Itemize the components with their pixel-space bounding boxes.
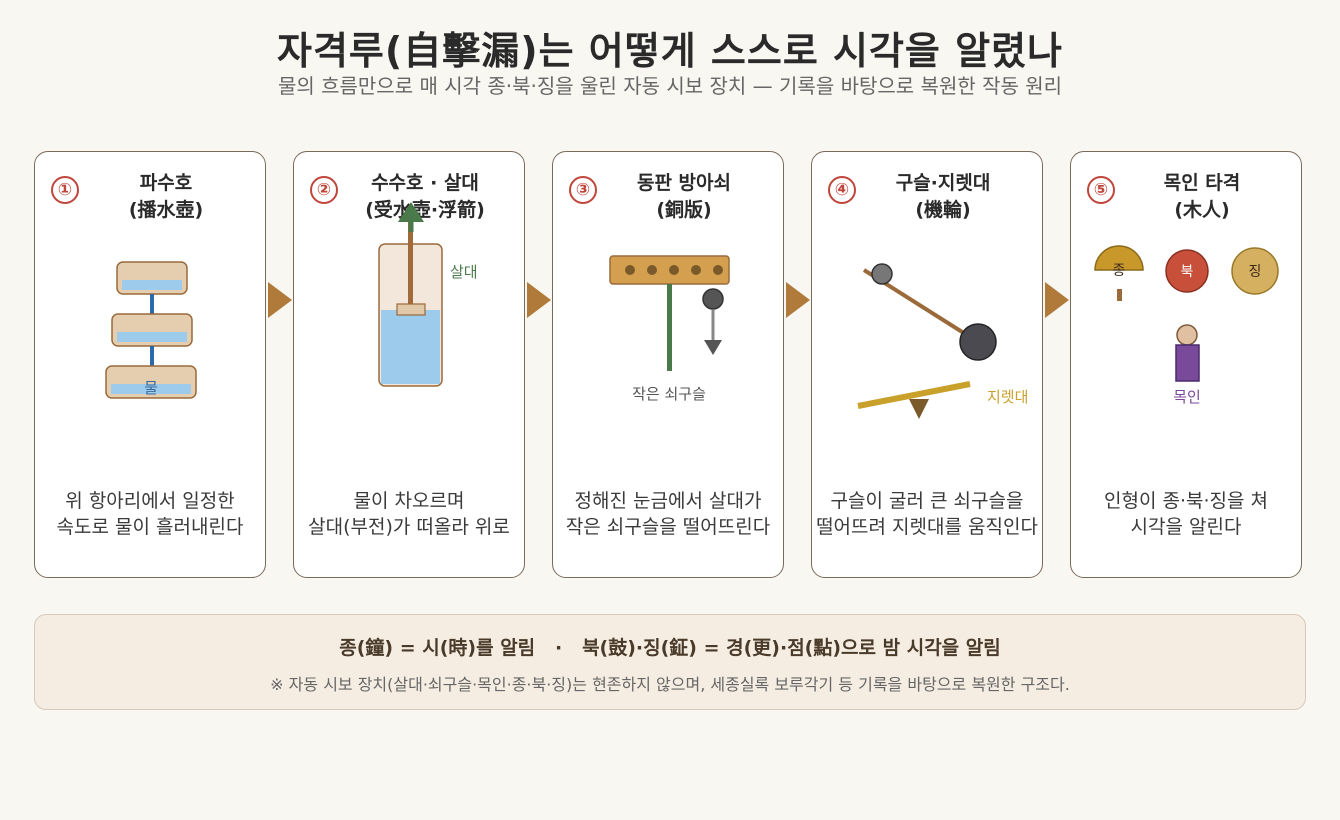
desc-line: 시각을 알린다: [1130, 516, 1242, 538]
bell-icon: [1094, 245, 1144, 271]
step-card-4: ④ 구슬·지렛대 (機輪) 지렛대 구슬이 굴러 큰 쇠구슬을 떨어뜨려 지렛대…: [811, 151, 1043, 578]
water-label: 물: [144, 379, 158, 397]
lever-bar: [857, 381, 971, 409]
step-description: 위 항아리에서 일정한 속도로 물이 흘러내린다: [35, 488, 265, 540]
step-title-hanja: (木人): [1174, 199, 1230, 221]
desc-line: 인형이 종·북·징을 쳐: [1104, 490, 1268, 512]
large-iron-ball: [959, 323, 997, 361]
figure-body: [1175, 344, 1200, 382]
water-stream-1: [150, 294, 154, 314]
float-rod-illustration: 살대: [378, 202, 478, 387]
desc-line: 구슬이 굴러 큰 쇠구슬을: [830, 490, 1024, 512]
desc-line: 떨어뜨려 지렛대를 움직인다: [816, 516, 1038, 538]
bell-stand: [1117, 289, 1122, 301]
step-title-hanja: (受水壺·浮箭): [365, 199, 485, 221]
water-vessels-illustration: 물: [105, 261, 197, 399]
float-rod: [408, 220, 413, 310]
step-number: ④: [828, 176, 856, 204]
step-title-main: 파수호: [139, 172, 193, 194]
desc-line: 위 항아리에서 일정한: [65, 490, 235, 512]
ball-lever-illustration: 지렛대: [857, 263, 1028, 419]
step-card-2: ② 수수호 · 살대 (受水壺·浮箭) 살대 물이 차오르며 살대(부전)가 떠…: [293, 151, 525, 578]
float-rod-label: 살대: [450, 263, 478, 281]
page-title: 자격루(自擊漏)는 어떻게 스스로 시각을 알렸나: [276, 29, 1063, 73]
summary-box: 종(鐘) = 시(時)를 알림 · 북(鼓)·징(鉦) = 경(更)·점(點)으…: [34, 614, 1306, 710]
lever-fulcrum: [909, 399, 929, 419]
down-arrow-icon: [704, 340, 722, 355]
step-card-1: ① 파수호 (播水壺) 물 위 항아리에서 일정한 속도로 물이 흘러내린다: [34, 151, 266, 578]
step-number: ①: [51, 176, 79, 204]
desc-line: 물이 차오르며: [353, 490, 465, 512]
gong-label: 징: [1249, 264, 1262, 280]
source-note: ※ 자동 시보 장치(살대·쇠구슬·목인·종·북·징)는 현존하지 않으며, 세…: [270, 675, 1070, 694]
step-title-hanja: (播水壺): [128, 199, 204, 221]
flow-arrow-icon: [1045, 282, 1069, 318]
step-title: 목인 타격 (木人): [1107, 170, 1297, 224]
drum-label: 북: [1181, 264, 1194, 280]
desc-line: 살대(부전)가 떠올라 위로: [308, 516, 510, 538]
step-description: 물이 차오르며 살대(부전)가 떠올라 위로: [294, 488, 524, 540]
desc-line: 속도로 물이 흘러내린다: [56, 516, 244, 538]
float: [396, 303, 426, 316]
receiving-water: [381, 310, 440, 384]
drum-icon: [1165, 249, 1209, 293]
flow-arrow-icon: [786, 282, 810, 318]
step-title: 구슬·지렛대 (機輪): [848, 170, 1038, 224]
float-rod: [667, 284, 672, 371]
trigger-plate-illustration: 작은 쇠구슬: [609, 255, 730, 403]
step-title-main: 구슬·지렛대: [895, 172, 991, 194]
small-iron-ball: [702, 288, 724, 310]
step-title-hanja: (機輪): [915, 199, 971, 221]
step-title-hanja: (銅版): [656, 199, 712, 221]
desc-line: 정해진 눈금에서 살대가: [574, 490, 762, 512]
lever-label: 지렛대: [987, 388, 1028, 406]
step-number: ②: [310, 176, 338, 204]
step-title-main: 수수호 · 살대: [371, 172, 479, 194]
figure-head: [1176, 324, 1198, 346]
step-title: 수수호 · 살대 (受水壺·浮箭): [330, 170, 520, 224]
step-title-main: 동판 방아쇠: [636, 172, 731, 194]
plate-hole: [647, 265, 657, 275]
step-number: ⑤: [1087, 176, 1115, 204]
step-card-5: ⑤ 목인 타격 (木人) 종 북 징 목인 인형이 종·북·징을 쳐 시각을 알…: [1070, 151, 1302, 578]
striking-figure-illustration: 종 북 징 목인: [1094, 245, 1279, 406]
step-title: 동판 방아쇠 (銅版): [589, 170, 779, 224]
flow-arrow-icon: [527, 282, 551, 318]
gong-icon: [1231, 247, 1279, 295]
plate-hole: [669, 265, 679, 275]
small-ball-label: 작은 쇠구슬: [632, 385, 706, 403]
lower-water: [111, 384, 191, 394]
plate-hole: [625, 265, 635, 275]
rolling-ball: [871, 263, 893, 285]
plate-hole: [691, 265, 701, 275]
bell-label: 종: [1113, 263, 1126, 279]
page-subtitle: 물의 흐름만으로 매 시각 종·북·징을 울린 자동 시보 장치 — 기록을 바…: [277, 74, 1063, 98]
desc-line: 작은 쇠구슬을 떨어뜨린다: [565, 516, 771, 538]
step-card-3: ③ 동판 방아쇠 (銅版) 작은 쇠구슬 정해진 눈금에서 살대가 작은 쇠구슬…: [552, 151, 784, 578]
plate-hole: [713, 265, 723, 275]
step-description: 인형이 종·북·징을 쳐 시각을 알린다: [1071, 488, 1301, 540]
step-title-main: 목인 타격: [1163, 172, 1241, 194]
step-description: 구슬이 굴러 큰 쇠구슬을 떨어뜨려 지렛대를 움직인다: [812, 488, 1042, 540]
figure-label: 목인: [1173, 388, 1201, 406]
step-number: ③: [569, 176, 597, 204]
middle-water: [117, 332, 187, 342]
water-stream-2: [150, 346, 154, 366]
upper-water: [122, 280, 182, 290]
step-description: 정해진 눈금에서 살대가 작은 쇠구슬을 떨어뜨린다: [553, 488, 783, 540]
flow-arrow-icon: [268, 282, 292, 318]
summary-line: 종(鐘) = 시(時)를 알림 · 북(鼓)·징(鉦) = 경(更)·점(點)으…: [339, 637, 1001, 659]
step-title: 파수호 (播水壺): [71, 170, 261, 224]
up-arrow-icon: [398, 202, 424, 222]
